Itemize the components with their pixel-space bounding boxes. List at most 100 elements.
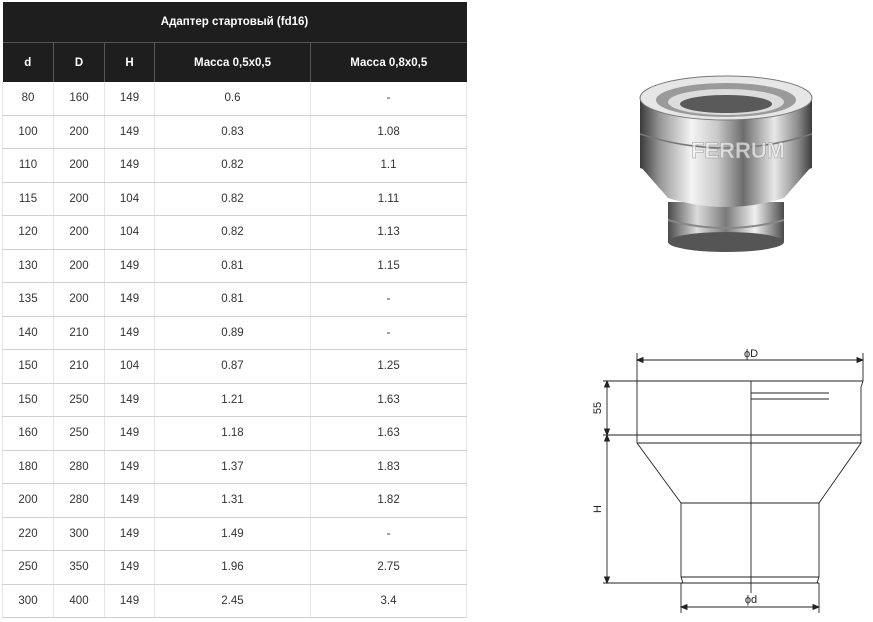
cell-H: 149 [104, 550, 155, 585]
cell-D: 160 [53, 82, 105, 116]
cell-mass-08: - [310, 82, 468, 116]
cell-H: 149 [104, 282, 155, 317]
cell-D: 200 [53, 215, 105, 250]
cell-d: 135 [2, 282, 54, 317]
cell-d: 300 [2, 584, 54, 618]
cell-mass-05: 0.82 [154, 148, 311, 183]
cell-H: 149 [104, 249, 155, 283]
cell-mass-05: 0.82 [154, 215, 311, 250]
cell-H: 149 [104, 316, 155, 350]
cell-mass-08: 1.25 [310, 349, 468, 384]
cell-H: 149 [104, 450, 155, 484]
cell-mass-08: 1.1 [310, 148, 468, 183]
cell-H: 149 [104, 416, 155, 451]
cell-mass-08: 1.63 [310, 416, 468, 451]
cell-mass-05: 2.45 [154, 584, 311, 618]
cell-mass-08: 1.11 [310, 182, 468, 216]
label-inner-diameter: ϕd [745, 594, 757, 606]
table-title: Адаптер стартовый (fd16) [2, 2, 467, 43]
cell-d: 80 [2, 82, 54, 116]
cell-mass-08: - [310, 517, 468, 551]
cell-d: 200 [2, 483, 54, 518]
cell-D: 200 [53, 182, 105, 216]
cell-mass-08: - [310, 282, 468, 317]
cell-d: 100 [2, 115, 54, 149]
cell-d: 110 [2, 148, 54, 183]
cell-mass-05: 0.89 [154, 316, 311, 350]
header-H: H [104, 42, 155, 82]
cell-D: 200 [53, 282, 105, 317]
cell-mass-05: 1.49 [154, 517, 311, 551]
cell-D: 210 [53, 349, 105, 384]
cell-d: 150 [2, 349, 54, 384]
label-height-H: H [592, 505, 604, 513]
cell-d: 160 [2, 416, 54, 451]
cell-mass-08: - [310, 316, 468, 350]
cell-d: 250 [2, 550, 54, 585]
header-mass-05: Масса 0,5х0,5 [154, 42, 311, 82]
cell-D: 280 [53, 483, 105, 518]
cell-D: 210 [53, 316, 105, 350]
cell-D: 400 [53, 584, 105, 618]
cell-mass-05: 0.81 [154, 249, 311, 283]
cell-D: 350 [53, 550, 105, 585]
technical-drawing: ϕD ϕd 55 H [592, 348, 865, 613]
cell-D: 250 [53, 383, 105, 417]
cell-H: 149 [104, 82, 155, 116]
cell-mass-05: 1.37 [154, 450, 311, 484]
cell-mass-08: 1.13 [310, 215, 468, 250]
product-photo: FERRUM [639, 75, 813, 252]
cell-mass-08: 1.63 [310, 383, 468, 417]
cell-H: 104 [104, 182, 155, 216]
cell-mass-08: 1.08 [310, 115, 468, 149]
cell-mass-08: 3.4 [310, 584, 468, 618]
cell-H: 149 [104, 383, 155, 417]
cell-D: 250 [53, 416, 105, 451]
cell-D: 280 [53, 450, 105, 484]
cell-mass-05: 1.96 [154, 550, 311, 585]
cell-mass-05: 0.81 [154, 282, 311, 317]
cell-d: 120 [2, 215, 54, 250]
header-mass-08: Масса 0,8х0,5 [310, 42, 467, 82]
cell-d: 130 [2, 249, 54, 283]
cell-mass-05: 0.87 [154, 349, 311, 384]
cell-mass-05: 1.18 [154, 416, 311, 451]
cell-H: 149 [104, 115, 155, 149]
spec-table: Адаптер стартовый (fd16) d D H Масса 0,5… [2, 2, 468, 618]
cell-H: 149 [104, 517, 155, 551]
cell-mass-08: 2.75 [310, 550, 468, 585]
cell-mass-05: 0.6 [154, 82, 311, 116]
cell-mass-08: 1.15 [310, 249, 468, 283]
cell-H: 149 [104, 483, 155, 518]
brand-watermark: FERRUM [691, 138, 785, 163]
cell-d: 220 [2, 517, 54, 551]
header-D: D [53, 42, 105, 82]
cell-d: 180 [2, 450, 54, 484]
cell-D: 200 [53, 249, 105, 283]
cell-H: 104 [104, 215, 155, 250]
cell-mass-08: 1.82 [310, 483, 468, 518]
cell-mass-05: 1.21 [154, 383, 311, 417]
cell-D: 200 [53, 148, 105, 183]
cell-H: 149 [104, 148, 155, 183]
cell-mass-08: 1.83 [310, 450, 468, 484]
cell-mass-05: 0.82 [154, 182, 311, 216]
cell-H: 104 [104, 349, 155, 384]
cell-d: 115 [2, 182, 54, 216]
cell-mass-05: 1.31 [154, 483, 311, 518]
cell-d: 150 [2, 383, 54, 417]
cell-d: 140 [2, 316, 54, 350]
